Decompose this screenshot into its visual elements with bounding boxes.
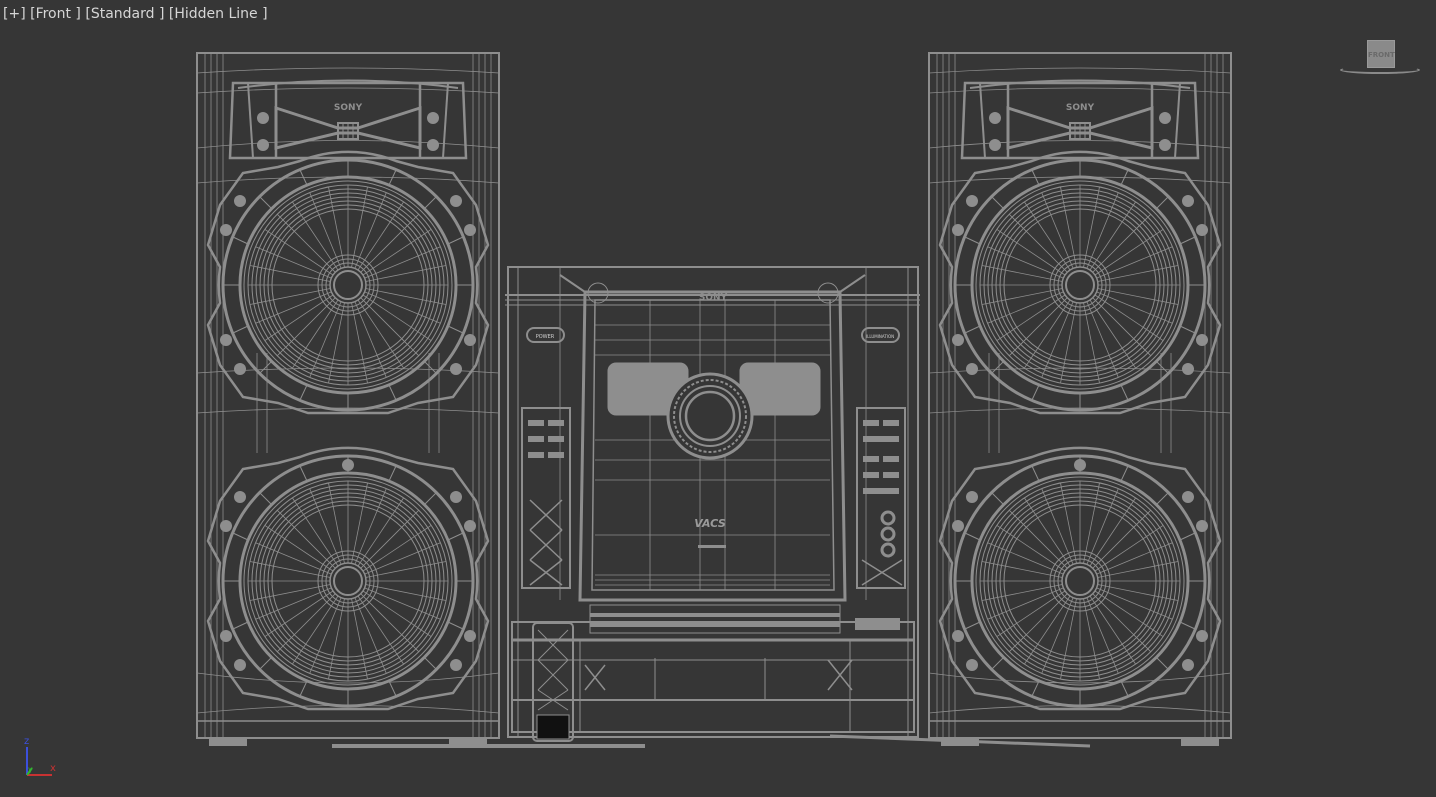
viewport-label: [+] [Front ] [Standard ] [Hidden Line ]: [3, 6, 268, 22]
viewport-menu-preset[interactable]: [Standard ]: [85, 6, 165, 22]
axis-tripod-icon: [26, 747, 52, 776]
viewport-menu-shading[interactable]: [Hidden Line ]: [168, 6, 268, 22]
left-speaker: [197, 53, 499, 746]
axis-y-label: y: [28, 765, 33, 774]
center-unit: [332, 266, 1091, 748]
viewcube[interactable]: FRONT: [1338, 38, 1422, 80]
right-speaker: [929, 53, 1231, 746]
brand-text: SONY: [699, 293, 728, 303]
axis-x-label: x: [50, 763, 56, 774]
viewport-menu-view[interactable]: [Front ]: [30, 6, 81, 22]
vacs-logo: VACS: [694, 517, 726, 530]
power-button-label: POWER: [536, 334, 555, 340]
axis-tripod: z x y: [14, 735, 64, 780]
viewport-menu-plus[interactable]: [+]: [3, 6, 26, 22]
viewcube-compass-ring[interactable]: [1340, 66, 1420, 74]
axis-z-label: z: [24, 736, 30, 747]
model-label-plate: [698, 545, 726, 548]
illumination-button-label: ILLUMINATION: [866, 334, 894, 339]
viewcube-front-face[interactable]: FRONT: [1367, 40, 1395, 68]
